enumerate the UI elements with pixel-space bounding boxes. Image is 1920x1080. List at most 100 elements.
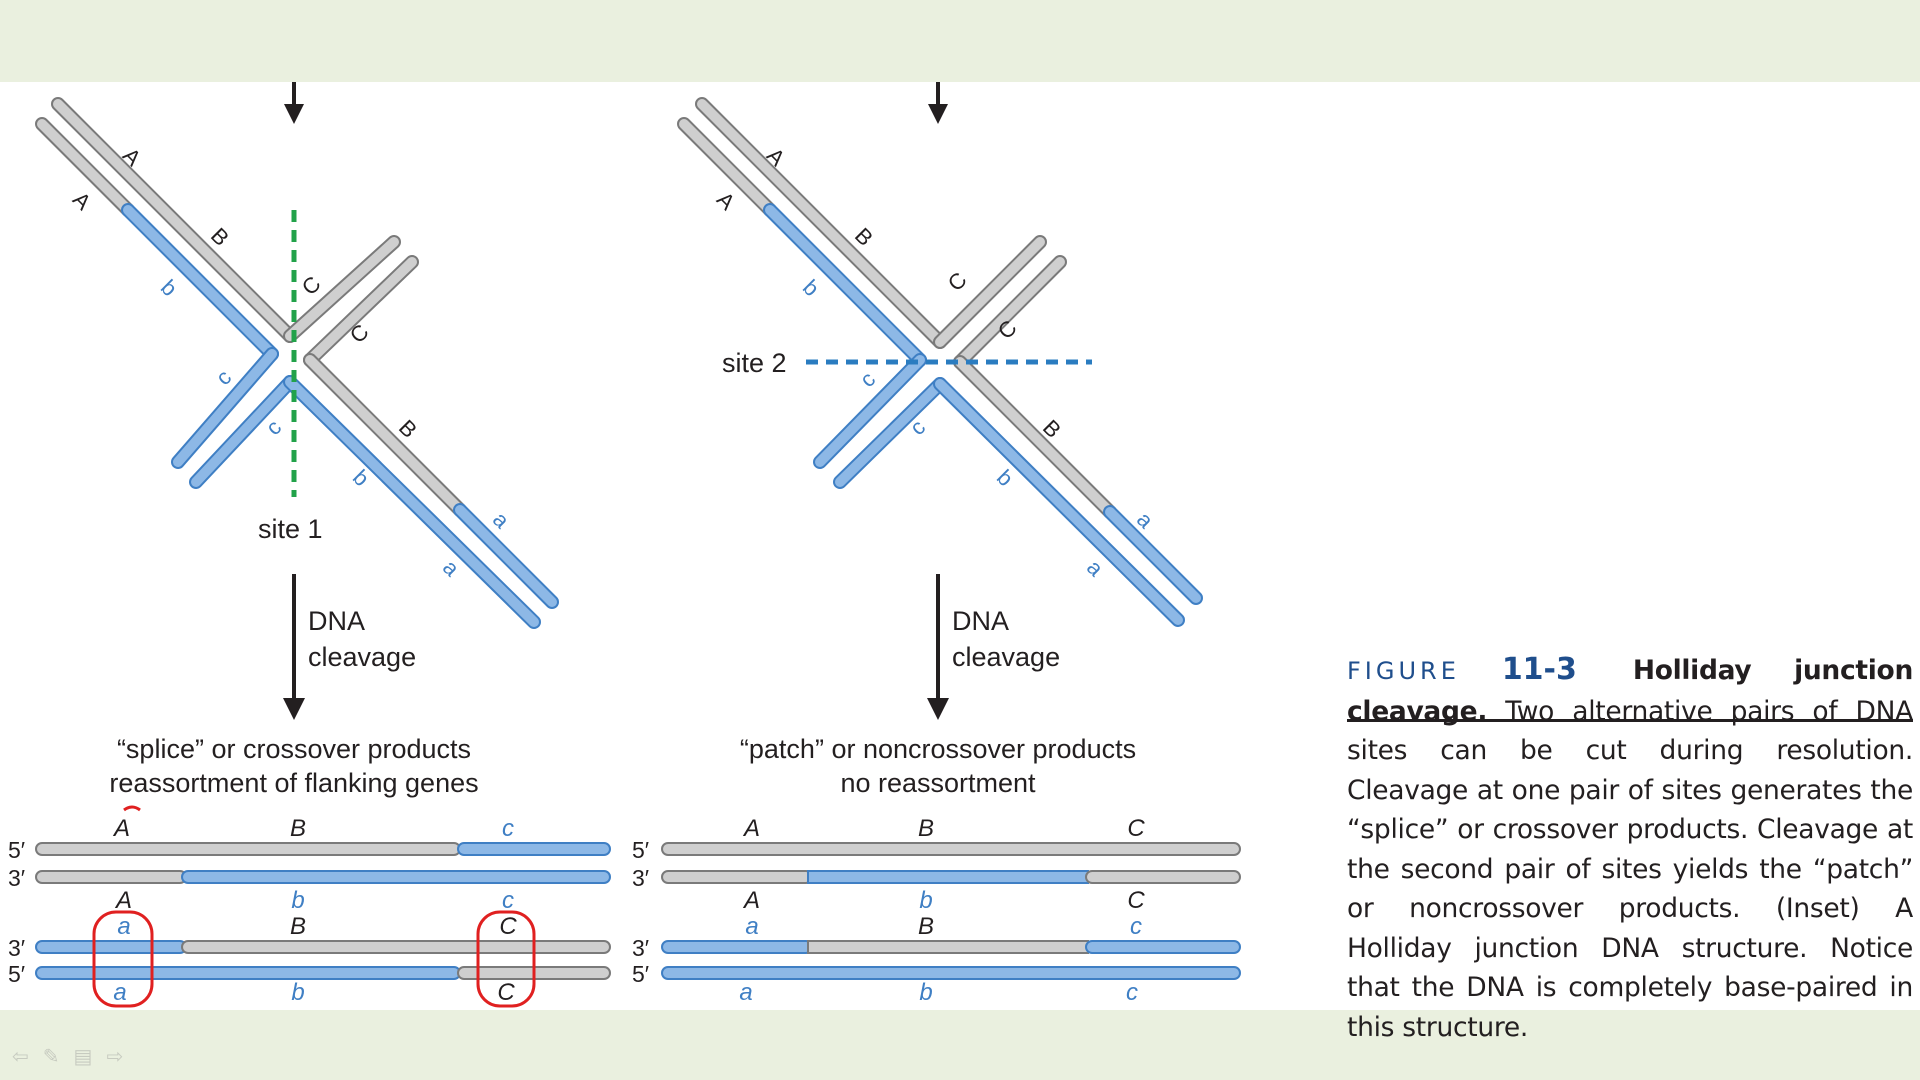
strand-segment: [173, 349, 277, 467]
label-C1: C: [943, 267, 972, 296]
result-left-line2: reassortment of flanking genes: [109, 768, 478, 798]
strand-gray: [35, 870, 187, 884]
strand-segment: [123, 205, 277, 359]
cleavage-arrowhead-right: [927, 698, 949, 720]
label-a1: a: [488, 507, 515, 534]
strand-blue: [807, 870, 1089, 884]
label-C1: C: [297, 271, 326, 300]
slide-canvas: A A B C C B b c c b a a site 1 DNA cleav…: [0, 82, 1920, 1010]
gene-label: C: [1127, 815, 1145, 842]
gene-label: C: [499, 913, 517, 940]
five-prime-end: 5′: [8, 837, 25, 863]
label-A2: A: [68, 187, 96, 215]
strand-segment: [37, 119, 133, 215]
strand-segment: [285, 377, 539, 627]
strand-segment: [697, 99, 945, 347]
gene-label: a: [739, 979, 752, 1006]
cleavage-label-right-2: cleavage: [952, 642, 1060, 672]
result-right-line2: no reassortment: [840, 768, 1036, 798]
panel-right: site 2 A A B C C B b c c b a a DNA cleav…: [632, 82, 1241, 1006]
strand-segment: [305, 355, 465, 515]
gene-label: B: [290, 815, 306, 842]
junction-left: [35, 97, 559, 629]
incoming-arrowhead-left: [284, 104, 304, 124]
five-prime-end: 5′: [632, 837, 649, 863]
strand-segment: [191, 377, 295, 487]
strand-gray: [661, 842, 1241, 856]
gene-label: B: [918, 913, 934, 940]
strand-blue: [35, 940, 187, 954]
gene-label: c: [502, 815, 514, 842]
figure-label: FIGURE: [1347, 657, 1460, 685]
strand-segment: [765, 205, 925, 365]
gene-label: a: [117, 913, 130, 940]
result-left-line1: “splice” or crossover products: [117, 734, 471, 764]
strand-blue: [661, 966, 1241, 980]
caption-body: Two alternative pairs of DNA sites can b…: [1347, 695, 1913, 1043]
slide-nav-controls: ⇦ ✎ ▤ ⇨: [12, 1044, 123, 1068]
gene-label: c: [502, 887, 514, 914]
strand-blue: [181, 870, 611, 884]
label-c1: c: [211, 365, 236, 390]
label-a2: a: [438, 555, 465, 582]
gene-label: b: [291, 979, 304, 1006]
figure-caption: FIGURE 11-3 Holliday junction cleavage. …: [1347, 650, 1913, 1047]
strand-segment: [305, 257, 417, 365]
label-c2: c: [905, 415, 930, 440]
red-annotation-tick: [123, 805, 141, 812]
label-b1: b: [156, 275, 182, 301]
strand-segment: [285, 237, 399, 341]
strand-segment: [835, 379, 945, 487]
caption-title: Holliday junction cleavage.: [1347, 655, 1914, 727]
caption-rule: [1347, 719, 1913, 722]
cleavage-arrowhead-left: [283, 698, 305, 720]
three-prime-end: 3′: [8, 865, 25, 891]
strand-gray: [181, 940, 611, 954]
strand-segment: [955, 257, 1065, 367]
gene-label: c: [1130, 913, 1142, 940]
gene-label: a: [113, 979, 126, 1006]
site-label-left: site 1: [258, 514, 323, 544]
strand-gray: [661, 870, 813, 884]
gene-label: b: [919, 979, 932, 1006]
gene-label: c: [1126, 979, 1138, 1006]
strand-segment: [955, 357, 1115, 517]
menu-icon[interactable]: ▤: [73, 1046, 93, 1068]
strand-blue: [35, 966, 461, 980]
strand-segment: [679, 119, 775, 215]
forward-arrow-icon[interactable]: ⇨: [106, 1046, 124, 1068]
gene-label: C: [1127, 887, 1145, 914]
figure-number: 11-3: [1501, 652, 1577, 687]
label-b1: b: [798, 275, 824, 301]
three-prime-end: 3′: [8, 935, 25, 961]
strand-segment: [455, 505, 557, 607]
label-b2: b: [348, 465, 374, 491]
five-prime-end: 5′: [8, 961, 25, 987]
site-label-right: site 2: [722, 348, 787, 378]
back-arrow-icon[interactable]: ⇦: [12, 1046, 29, 1068]
result-right-line1: “patch” or noncrossover products: [740, 734, 1136, 764]
gene-label: B: [918, 815, 934, 842]
gene-label: b: [919, 887, 932, 914]
red-annotation-circle: [476, 910, 536, 1008]
three-prime-end: 3′: [632, 935, 649, 961]
product-left-2: a B C 3′ 5′ a b C: [8, 913, 611, 1006]
cleavage-label-right-1: DNA: [952, 606, 1009, 636]
gene-label: C: [497, 979, 515, 1006]
gene-label: b: [291, 887, 304, 914]
gene-label: A: [742, 815, 760, 842]
strand-segment: [935, 237, 1045, 347]
cleavage-label-left-1: DNA: [308, 606, 365, 636]
strand-segment: [935, 379, 1183, 625]
junction-right: [677, 97, 1203, 627]
label-b2: b: [992, 465, 1018, 491]
cleavage-label-left-2: cleavage: [308, 642, 416, 672]
gene-label: A: [114, 887, 132, 914]
strand-blue: [457, 842, 611, 856]
product-left-1: A B c 5′ 3′ A b c: [8, 815, 611, 914]
strand-segment: [1105, 507, 1201, 603]
gene-label: A: [742, 887, 760, 914]
incoming-arrowhead-right: [928, 104, 948, 124]
label-c1: c: [855, 367, 880, 392]
pen-icon[interactable]: ✎: [42, 1046, 60, 1068]
